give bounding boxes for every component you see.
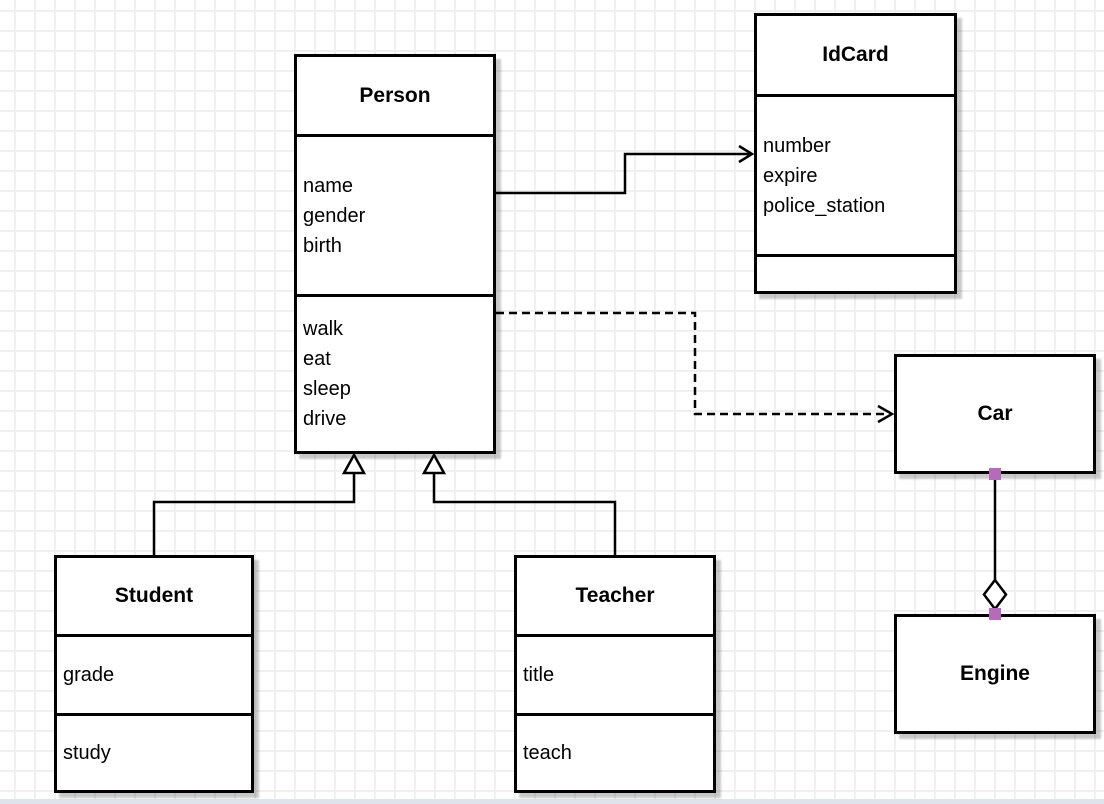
- class-box-teacher[interactable]: Teacher title teach: [514, 555, 716, 793]
- aggregation-car-engine[interactable]: [982, 468, 1008, 620]
- dependency-person-car[interactable]: [496, 311, 895, 424]
- student-methods-section: study: [57, 713, 251, 790]
- person-attribute: birth: [303, 234, 342, 257]
- generalization-triangle-icon: [341, 452, 367, 475]
- idcard-attribute: police_station: [763, 194, 886, 217]
- class-box-engine[interactable]: Engine: [894, 614, 1096, 734]
- idcard-attributes-section: number expire police_station: [757, 94, 954, 254]
- open-arrow-icon: [738, 144, 755, 164]
- teacher-method: teach: [523, 742, 572, 764]
- idcard-attribute: number: [763, 134, 831, 157]
- person-attribute: gender: [303, 204, 366, 227]
- teacher-attributes-section: title: [517, 634, 713, 713]
- class-box-idcard[interactable]: IdCard number expire police_station: [754, 13, 957, 294]
- class-box-person[interactable]: Person name gender birth walk eat sleep …: [294, 54, 496, 454]
- class-box-student[interactable]: Student grade study: [54, 555, 254, 793]
- generalization-teacher-person[interactable]: [421, 452, 617, 555]
- teacher-title: Teacher: [575, 584, 655, 607]
- person-method: drive: [303, 408, 347, 430]
- teacher-methods-section: teach: [517, 713, 713, 790]
- idcard-attribute: expire: [763, 164, 818, 187]
- aggregation-diamond-icon: [982, 577, 1008, 612]
- page-edge-strip: [0, 799, 1104, 804]
- person-attributes-section: name gender birth: [297, 134, 493, 294]
- association-person-idcard[interactable]: [496, 144, 755, 195]
- idcard-methods-section: [757, 254, 954, 291]
- car-title: Car: [977, 402, 1013, 425]
- person-method: sleep: [303, 378, 351, 400]
- generalization-student-person[interactable]: [152, 452, 367, 555]
- student-attribute: grade: [63, 664, 115, 686]
- person-method: eat: [303, 348, 331, 370]
- person-title: Person: [359, 83, 431, 107]
- open-arrow-icon: [877, 404, 895, 424]
- student-attributes-section: grade: [57, 634, 251, 713]
- generalization-triangle-icon: [421, 452, 447, 475]
- person-attribute: name: [303, 174, 354, 197]
- teacher-attribute: title: [523, 664, 555, 686]
- person-method: walk: [303, 318, 344, 340]
- idcard-title: IdCard: [822, 43, 889, 66]
- student-method: study: [63, 742, 111, 764]
- person-methods-section: walk eat sleep drive: [297, 294, 493, 451]
- student-title: Student: [114, 584, 194, 607]
- class-box-car[interactable]: Car: [894, 354, 1096, 474]
- engine-title: Engine: [959, 662, 1030, 685]
